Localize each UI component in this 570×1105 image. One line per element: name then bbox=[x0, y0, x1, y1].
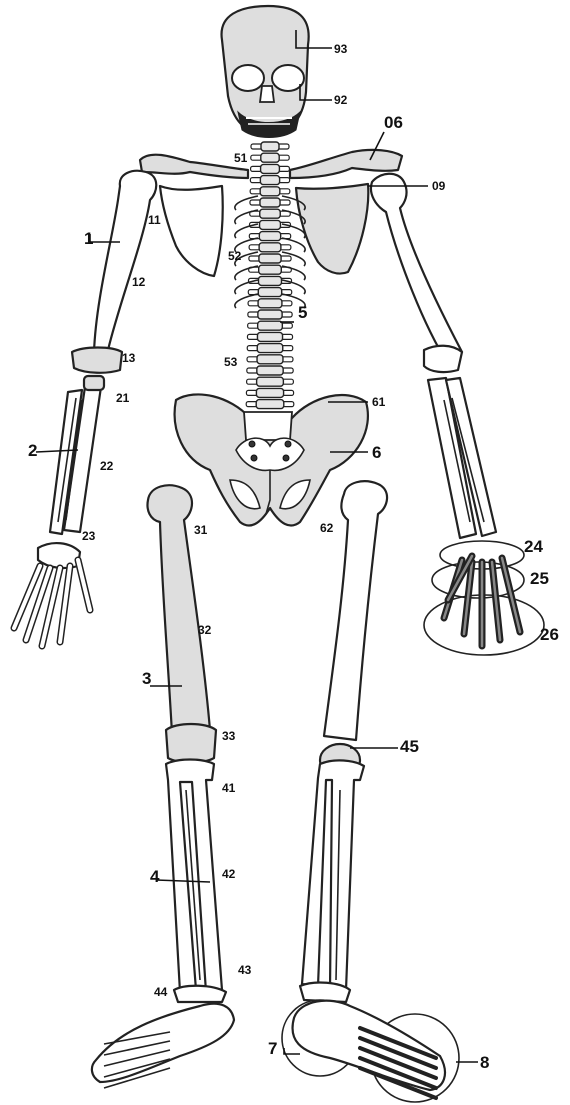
left-hand-fingers bbox=[14, 560, 90, 646]
label-06: 06 bbox=[384, 113, 403, 132]
label-25: 25 bbox=[530, 569, 549, 588]
label-09: 09 bbox=[432, 179, 446, 193]
label-2: 2 bbox=[28, 441, 37, 460]
right-arm bbox=[371, 174, 544, 655]
vertebra bbox=[257, 377, 284, 386]
vertebra bbox=[257, 344, 283, 353]
vertebra bbox=[260, 220, 281, 229]
label-41: 41 bbox=[222, 781, 236, 795]
label-92: 92 bbox=[334, 93, 348, 107]
vertebra bbox=[258, 321, 283, 330]
vertebra bbox=[260, 176, 279, 185]
label-61: 61 bbox=[372, 395, 386, 409]
label-12: 12 bbox=[132, 275, 146, 289]
label-53: 53 bbox=[224, 355, 238, 369]
vertebra bbox=[259, 232, 280, 241]
vertebra bbox=[261, 164, 280, 173]
label-5: 5 bbox=[298, 303, 307, 322]
vertebra bbox=[261, 153, 279, 162]
vertebra bbox=[259, 265, 282, 274]
label-22: 22 bbox=[100, 459, 114, 473]
vertebra bbox=[259, 254, 281, 263]
vertebra bbox=[261, 142, 279, 151]
vertebra bbox=[260, 187, 280, 196]
skull bbox=[222, 6, 309, 138]
label-44: 44 bbox=[154, 985, 168, 999]
vertebra bbox=[256, 388, 283, 397]
label-26: 26 bbox=[540, 625, 559, 644]
label-43: 43 bbox=[238, 963, 252, 977]
label-11: 11 bbox=[148, 213, 161, 227]
label-21: 21 bbox=[116, 391, 130, 405]
vertebra bbox=[259, 276, 282, 285]
vertebra bbox=[257, 332, 282, 341]
leader-lines bbox=[36, 30, 478, 1062]
vertebra bbox=[260, 198, 280, 207]
label-32: 32 bbox=[198, 623, 212, 637]
vertebra bbox=[259, 243, 281, 252]
label-1: 1 bbox=[84, 229, 93, 248]
spine bbox=[246, 142, 294, 409]
label-42: 42 bbox=[222, 867, 236, 881]
label-93: 93 bbox=[334, 42, 348, 56]
right-hand-fingers bbox=[444, 556, 520, 646]
vertebra bbox=[258, 310, 282, 319]
vertebra bbox=[257, 366, 283, 375]
label-7: 7 bbox=[268, 1039, 277, 1058]
vertebra bbox=[258, 299, 282, 308]
pelvis bbox=[175, 394, 368, 525]
right-leg bbox=[282, 481, 459, 1102]
label-23: 23 bbox=[82, 529, 96, 543]
label-62: 62 bbox=[320, 521, 334, 535]
label-45: 45 bbox=[400, 737, 419, 756]
label-8: 8 bbox=[480, 1053, 489, 1072]
vertebra bbox=[258, 288, 281, 297]
label-33: 33 bbox=[222, 729, 236, 743]
label-24: 24 bbox=[524, 537, 543, 556]
label-52: 52 bbox=[228, 249, 242, 263]
vertebra bbox=[257, 355, 283, 364]
label-3: 3 bbox=[142, 669, 151, 688]
label-4: 4 bbox=[150, 867, 160, 886]
number-labels: 93 92 06 09 51 11 1 12 52 5 13 53 21 61 … bbox=[28, 42, 559, 1072]
label-51-top: 51 bbox=[234, 151, 248, 165]
finger-bone-fill bbox=[78, 560, 90, 610]
label-31: 31 bbox=[194, 523, 208, 537]
vertebra bbox=[260, 209, 281, 218]
label-6: 6 bbox=[372, 443, 381, 462]
vertebra bbox=[256, 400, 284, 409]
label-13: 13 bbox=[122, 351, 136, 365]
